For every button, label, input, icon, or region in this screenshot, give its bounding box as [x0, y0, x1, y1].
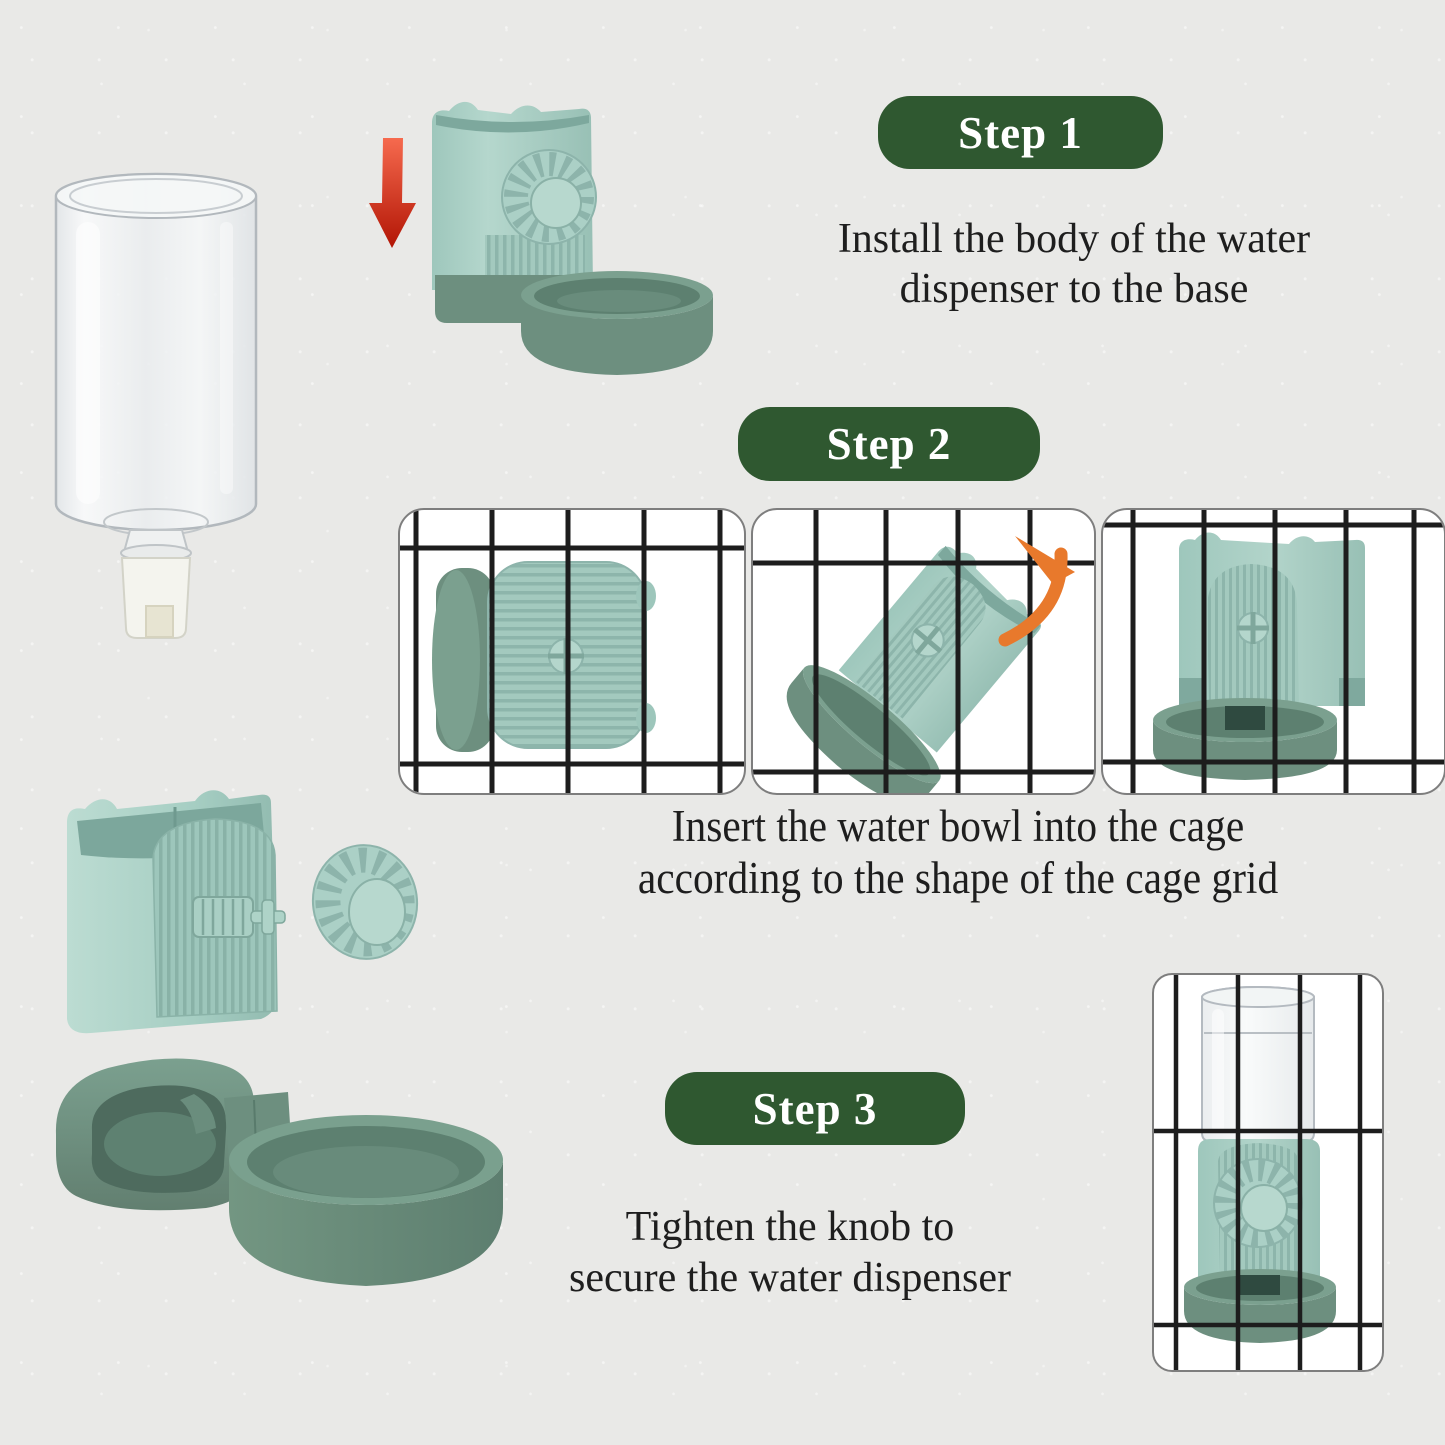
step-2-photo-side-view: [398, 508, 746, 795]
step-3-caption-line-1: Tighten the knob to: [625, 1204, 955, 1250]
step-3-caption: Tighten the knob to secure the water dis…: [460, 1202, 1120, 1304]
fixing-screw: [192, 896, 286, 938]
step-1-caption-line-2: dispenser to the base: [899, 266, 1249, 313]
step-3-badge-label: Step 3: [752, 1083, 878, 1134]
step-2-badge: Step 2: [738, 407, 1040, 481]
dispenser-side: [432, 561, 656, 752]
cage-grid: [1103, 510, 1444, 793]
installed-bottle: [1201, 986, 1315, 1142]
bottle-nozzle: [120, 529, 192, 639]
step-1-badge: Step 1: [878, 96, 1163, 169]
water-bottle-photo: [54, 172, 258, 639]
cage-grid: [1154, 975, 1382, 1370]
holder-ring: [55, 1058, 254, 1211]
attached-bowl: [521, 271, 713, 375]
dispenser-body-photo: [67, 790, 419, 1034]
step-2-caption-line-1: Insert the water bowl into the cage: [671, 801, 1245, 851]
cage-grid: [753, 510, 1094, 793]
sunburst-knob: [501, 149, 597, 245]
step-2-photo-tilted: [751, 508, 1096, 795]
installed-bowl: [1184, 1269, 1336, 1343]
step-2-badge-label: Step 2: [826, 419, 952, 469]
step-1-badge-label: Step 1: [958, 107, 1083, 158]
step-3-caption-line-2: secure the water dispenser: [569, 1255, 1011, 1302]
knob-button: [348, 878, 406, 946]
bottle-cylinder: [54, 172, 258, 536]
cage-grid: [400, 510, 744, 793]
base-bowl-photo: [55, 1058, 503, 1286]
step-3-badge: Step 3: [665, 1072, 965, 1145]
step-2-caption-line-2: according to the shape of the cage grid: [637, 853, 1279, 904]
step-1-caption: Install the body of the water dispenser …: [734, 214, 1414, 315]
red-down-arrow-icon: [369, 138, 416, 248]
step-2-caption: Insert the water bowl into the cage acco…: [544, 800, 1372, 904]
dispenser-assembly-photo: [369, 101, 713, 375]
step-1-caption-line-1: Install the body of the water: [837, 216, 1311, 262]
orange-curved-rotate-arrow-icon: [998, 536, 1075, 647]
step-2-photo-seated: [1101, 508, 1445, 795]
dispenser-back: [1153, 532, 1365, 780]
step-3-photo-installed: [1152, 973, 1384, 1372]
water-bowl: [229, 1115, 503, 1286]
